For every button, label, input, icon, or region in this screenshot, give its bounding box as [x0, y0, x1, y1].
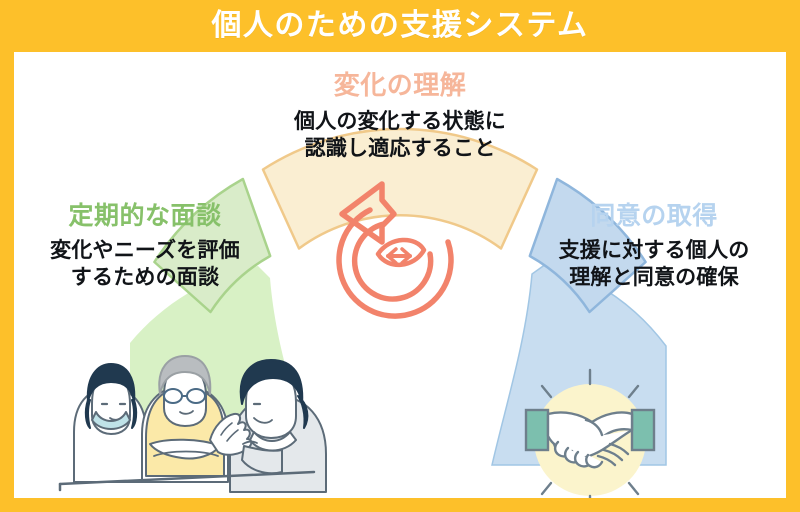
handshake-sleeve-right [630, 408, 656, 452]
section-right-heading: 同意の取得 [590, 201, 718, 230]
page-title: 個人のための支援システム [211, 8, 589, 43]
section-center-heading: 変化の理解 [333, 71, 467, 101]
handshake-rays [540, 368, 640, 498]
meeting-people-illustration [58, 355, 327, 493]
section-center-body-line1: 個人の変化する状態に [294, 108, 506, 133]
section-right-body-line1: 支援に対する個人の [558, 237, 750, 262]
section-left-heading: 定期的な面談 [68, 201, 222, 230]
section-center: 変化の理解 個人の変化する状態に 認識し適応すること [220, 71, 580, 162]
poster-title-band: 個人のための支援システム [0, 0, 800, 52]
table-edge [58, 470, 316, 486]
section-left: 定期的な面談 変化やニーズを評価 するための面談 [14, 201, 276, 291]
right-blue-panel [491, 263, 667, 466]
poster-card: 変化の理解 個人の変化する状態に 認識し適応すること 定期的な面談 変化やニーズ… [14, 52, 786, 498]
section-center-body-line2: 認識し適応すること [304, 135, 496, 160]
section-right-body-line2: 理解と同意の確保 [569, 264, 739, 289]
handshake-glow [534, 384, 646, 496]
handshake-icon [524, 368, 656, 498]
section-left-body-line2: するための面談 [70, 264, 220, 289]
refresh-arrow-icon [336, 181, 454, 319]
person-right [209, 359, 327, 493]
handshake-sleeve-left [524, 408, 550, 452]
section-left-body-line1: 変化やニーズを評価 [50, 237, 240, 262]
person-left [73, 363, 147, 483]
section-right: 同意の取得 支援に対する個人の 理解と同意の確保 [522, 201, 786, 291]
left-green-panel [130, 266, 314, 465]
person-center [141, 355, 229, 483]
